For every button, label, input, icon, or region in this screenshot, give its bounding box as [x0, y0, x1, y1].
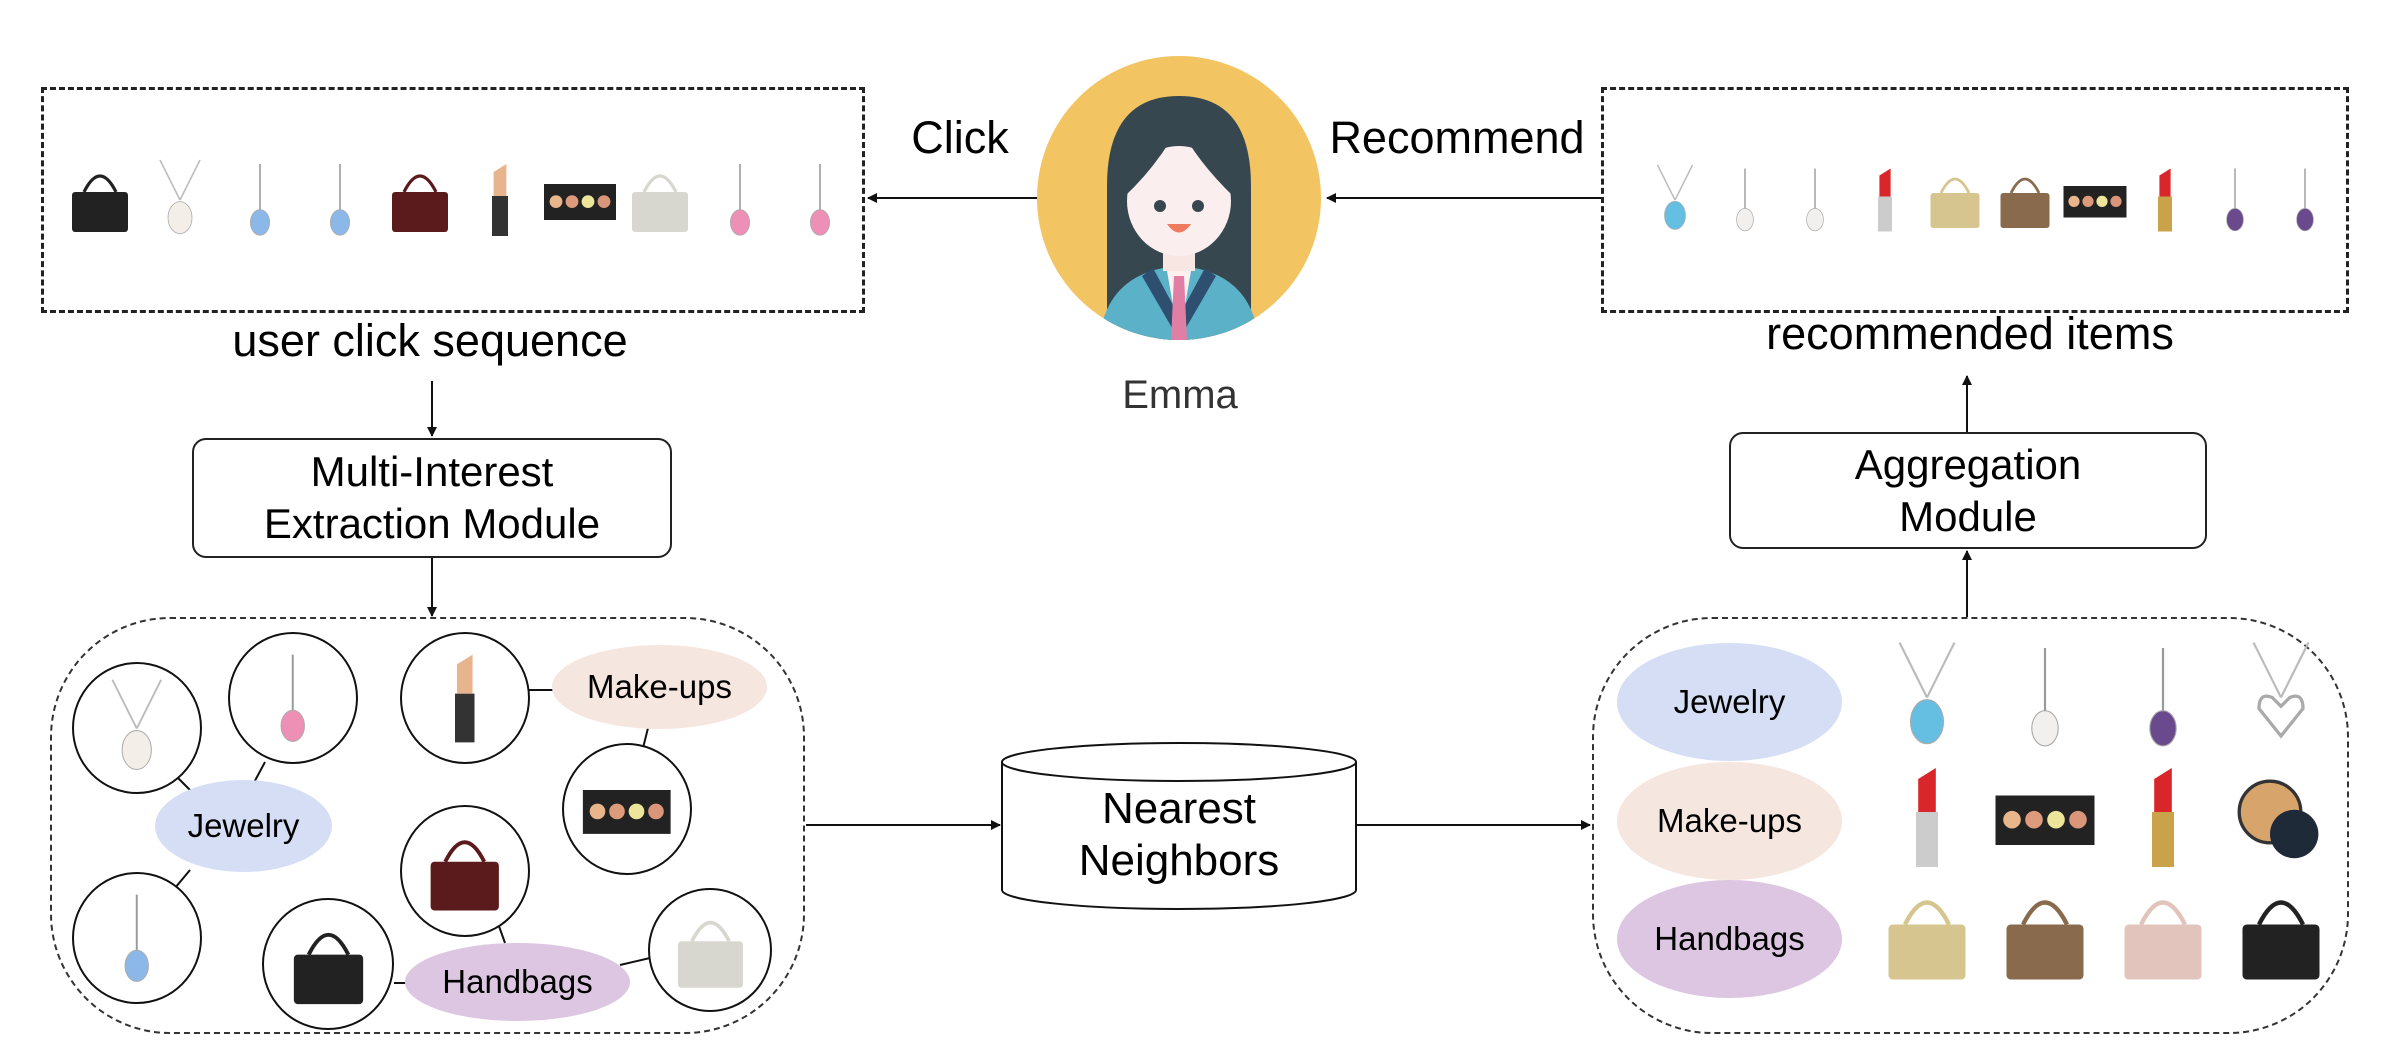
aggregation-line2: Module	[1899, 492, 2037, 540]
retrieved-item[interactable]	[2226, 760, 2336, 880]
category-label: Handbags	[442, 963, 593, 1000]
user-name: Emma	[1122, 373, 1238, 417]
category-label: Make-ups	[587, 668, 732, 705]
recommended-item[interactable]	[1920, 125, 1990, 280]
recommended-item[interactable]	[2200, 125, 2270, 280]
extraction-line2: Extraction Module	[263, 500, 601, 547]
extraction-line1: Multi-Interest	[310, 448, 554, 495]
recommended-item[interactable]	[2130, 125, 2200, 280]
recommended-item[interactable]	[1780, 125, 1850, 280]
interest-graph-region	[50, 617, 805, 1034]
click-sequence-item[interactable]	[620, 115, 700, 290]
click-sequence-caption: user click sequence	[232, 315, 628, 366]
recommended-item[interactable]	[1640, 125, 1710, 280]
click-sequence-item[interactable]	[780, 115, 860, 290]
retrieved-item[interactable]	[1990, 640, 2100, 760]
aggregation-module[interactable]: Aggregation Module	[1729, 432, 2207, 549]
retrieved-item[interactable]	[2108, 760, 2218, 880]
click-sequence-item[interactable]	[300, 115, 380, 290]
retrieved-item[interactable]	[2226, 878, 2336, 998]
click-sequence-item[interactable]	[380, 115, 460, 290]
retrieved-item[interactable]	[2108, 640, 2218, 760]
recommended-item[interactable]	[2270, 125, 2340, 280]
category-jewelry[interactable]: Jewelry	[155, 780, 332, 872]
retrieved-item[interactable]	[1990, 878, 2100, 998]
click-sequence-box	[41, 87, 865, 313]
retrieved-category-jewelry[interactable]: Jewelry	[1617, 643, 1842, 761]
category-label: Handbags	[1654, 920, 1805, 957]
retrieved-item[interactable]	[1872, 760, 1982, 880]
recommended-caption: recommended items	[1766, 308, 2174, 359]
nearest-line2: Neighbors	[1078, 836, 1280, 885]
retrieved-item[interactable]	[1990, 760, 2100, 880]
retrieved-item[interactable]	[2108, 878, 2218, 998]
user-avatar[interactable]	[1037, 56, 1321, 340]
interest-node[interactable]	[562, 743, 692, 875]
recommended-item[interactable]	[1710, 125, 1780, 280]
retrieved-item[interactable]	[1872, 878, 1982, 998]
click-sequence-item[interactable]	[220, 115, 300, 290]
interest-node[interactable]	[72, 872, 202, 1004]
click-label: Click	[911, 112, 1009, 163]
category-label: Jewelry	[1673, 683, 1786, 720]
click-sequence-item[interactable]	[60, 115, 140, 290]
click-sequence-item[interactable]	[140, 115, 220, 290]
interest-node[interactable]	[72, 662, 202, 794]
interest-node[interactable]	[262, 898, 394, 1030]
recommended-box	[1601, 87, 2349, 313]
retrieved-category-handbags[interactable]: Handbags	[1617, 880, 1842, 998]
retrieved-items-region	[1592, 617, 2349, 1034]
recommended-item[interactable]	[2060, 125, 2130, 280]
click-sequence-item[interactable]	[540, 115, 620, 290]
nearest-neighbors-label[interactable]: Nearest Neighbors	[1002, 780, 1356, 890]
interest-node[interactable]	[400, 805, 530, 937]
interest-node[interactable]	[228, 632, 358, 764]
woman-avatar-icon	[1099, 96, 1259, 340]
category-handbags[interactable]: Handbags	[405, 943, 630, 1021]
recommended-item[interactable]	[1850, 125, 1920, 280]
nearest-line1: Nearest	[1101, 784, 1257, 833]
interest-node[interactable]	[400, 632, 530, 764]
retrieved-category-make-ups[interactable]: Make-ups	[1617, 762, 1842, 880]
category-label: Jewelry	[187, 807, 300, 844]
retrieved-item[interactable]	[1872, 640, 1982, 760]
category-label: Make-ups	[1657, 802, 1802, 839]
click-sequence-item[interactable]	[460, 115, 540, 290]
category-make-ups[interactable]: Make-ups	[552, 645, 767, 729]
retrieved-item[interactable]	[2226, 640, 2336, 760]
recommended-item[interactable]	[1990, 125, 2060, 280]
aggregation-line1: Aggregation	[1854, 440, 2082, 488]
click-sequence-item[interactable]	[700, 115, 780, 290]
multi-interest-extraction-module[interactable]: Multi-Interest Extraction Module	[192, 438, 672, 558]
interest-node[interactable]	[648, 888, 772, 1012]
recommend-label: Recommend	[1329, 112, 1585, 163]
